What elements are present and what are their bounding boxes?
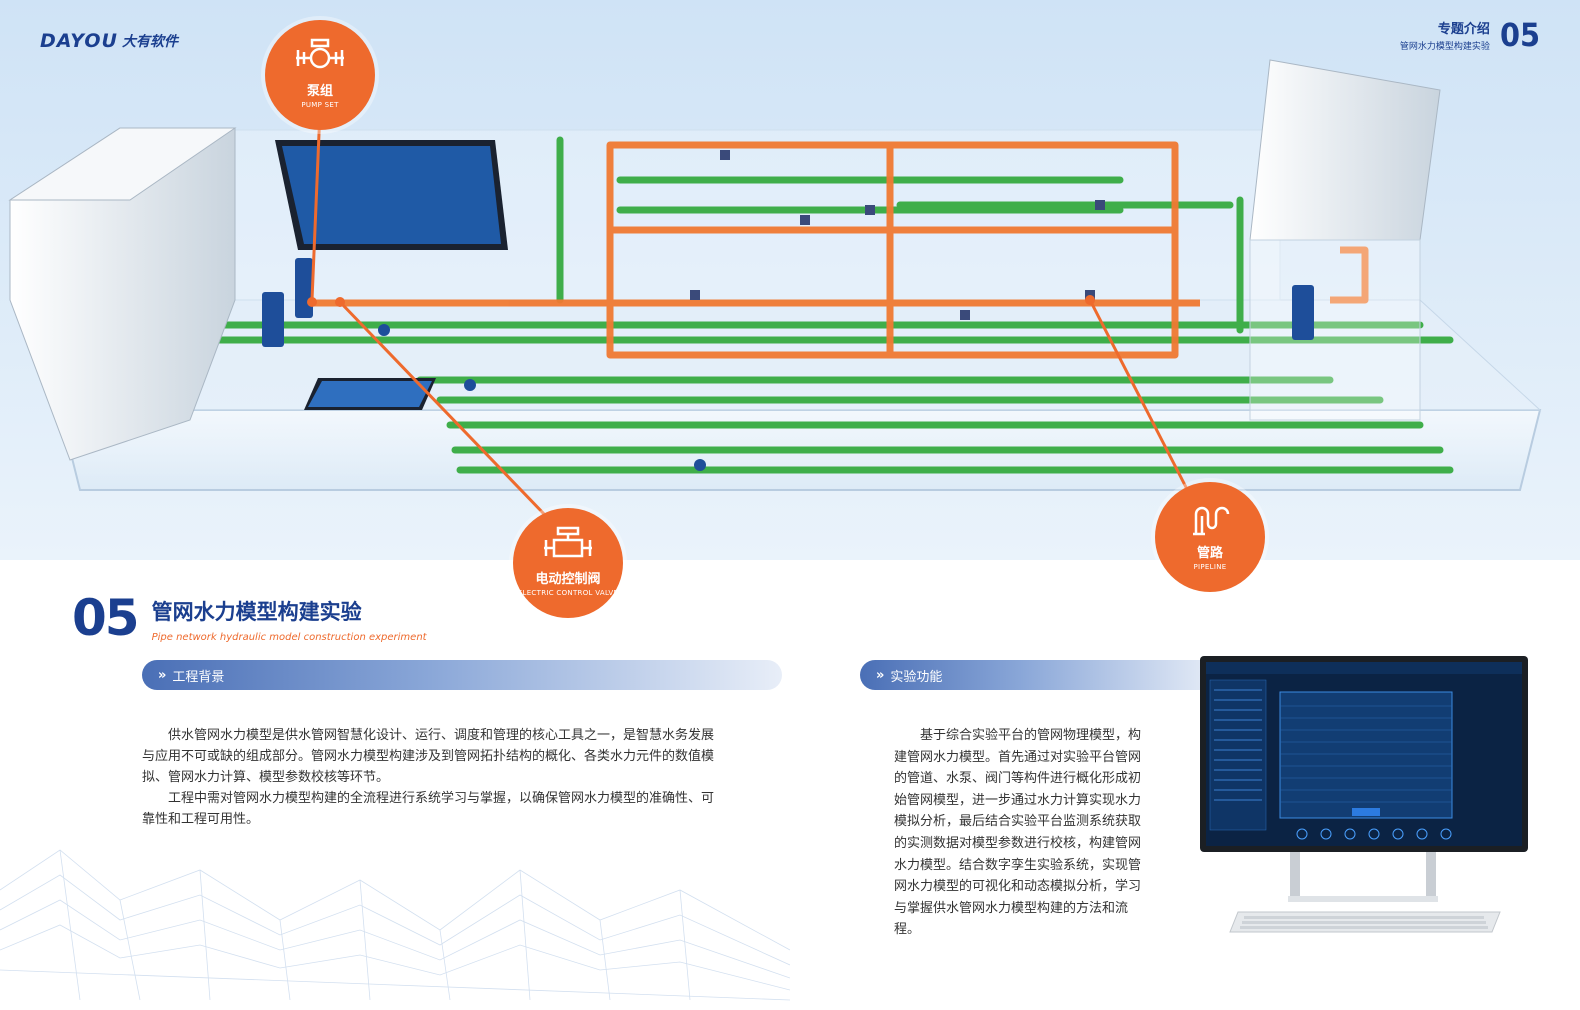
function-heading: 实验功能 (890, 669, 943, 685)
background-heading: 工程背景 (172, 669, 225, 685)
pipe-network-model (8, 59, 1542, 517)
valve-icon (513, 526, 623, 562)
pump-icon (265, 38, 375, 74)
pipe-icon (1155, 500, 1265, 536)
background-paragraph: 工程中需对管网水力模型构建的全流程进行系统学习与掌握，以确保管网水力模型的准确性… (142, 791, 715, 827)
function-text: 基于综合实验平台的管网物理模型，构建管网水力模型。首先通过对实验平台管网的管道、… (894, 725, 1148, 941)
brand-logo: DAYOU 大有软件 (40, 30, 178, 52)
section-heading-en: Pipe network hydraulic model constructio… (151, 632, 427, 643)
hero-illustration: DAYOU 大有软件 专题介绍 管网水力模型构建实验 05 (0, 0, 1580, 560)
callout-label-en: PIPELINE (1193, 563, 1227, 571)
section-number: 05 (72, 589, 140, 647)
callout-label-en: PUMP SET (301, 101, 339, 109)
logo-chinese: 大有软件 (121, 34, 178, 50)
decorative-wireframe-mountains (0, 849, 790, 1001)
callout-pipeline: 管路 PIPELINE (1155, 482, 1265, 592)
chapter-header: 专题介绍 管网水力模型构建实验 05 (1400, 16, 1540, 54)
background-paragraph: 供水管网水力模型是供水管网智慧化设计、运行、调度和管理的核心工具之一，是智慧水务… (142, 728, 715, 785)
monitor-screen (1206, 662, 1522, 846)
chevron-right-icon: » (158, 667, 167, 683)
section-heading: 管网水力模型构建实验 (151, 600, 362, 624)
chapter-number: 05 (1499, 16, 1540, 54)
function-heading-bar: » 实验功能 (860, 660, 1220, 690)
callout-label-cn: 泵组 (306, 84, 333, 99)
chapter-subtitle: 管网水力模型构建实验 (1399, 42, 1490, 52)
logo-wordmark: DAYOU (40, 30, 118, 52)
section-title: 05 管网水力模型构建实验 Pipe network hydraulic mod… (72, 592, 427, 644)
chevron-right-icon: » (876, 667, 885, 683)
callout-label-cn: 电动控制阀 (535, 572, 601, 587)
background-text: 供水管网水力模型是供水管网智慧化设计、运行、调度和管理的核心工具之一，是智慧水务… (142, 725, 714, 830)
callout-pump-set: 泵组 PUMP SET (265, 20, 375, 130)
callout-label-cn: 管路 (1196, 546, 1223, 561)
chapter-topic: 专题介绍 (1437, 22, 1490, 37)
background-heading-bar: » 工程背景 (142, 660, 782, 690)
callout-electric-valve: 电动控制阀 ELECTRIC CONTROL VALVE (513, 508, 623, 618)
monitor-bezel (1200, 656, 1528, 852)
function-paragraph: 基于综合实验平台的管网物理模型，构建管网水力模型。首先通过对实验平台管网的管道、… (894, 728, 1142, 938)
callout-label-en: ELECTRIC CONTROL VALVE (517, 589, 619, 597)
